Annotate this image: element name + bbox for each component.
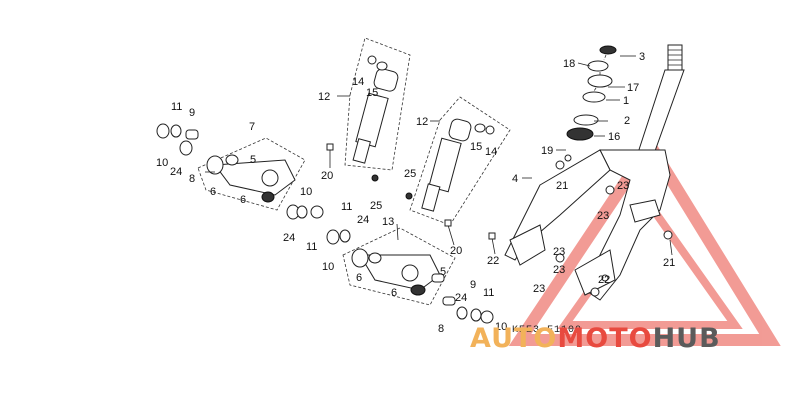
callout-21a: 21 — [556, 180, 568, 192]
callout-20a: 20 — [321, 170, 333, 182]
callout-24c: 24 — [357, 214, 369, 226]
callout-10a: 10 — [156, 157, 168, 169]
callout-3: 3 — [639, 51, 645, 63]
callout-5b: 5 — [440, 266, 446, 278]
callout-11b: 11 — [306, 241, 317, 253]
watermark-text: AUTOMOTOHUB — [470, 323, 721, 354]
callout-23b: 23 — [597, 210, 609, 222]
callout-25a: 25 — [404, 168, 416, 180]
callout-21b: 21 — [663, 257, 675, 269]
callout-6b: 6 — [240, 194, 246, 206]
link-arm-upper — [156, 123, 324, 220]
callout-7: 7 — [249, 121, 255, 133]
callout-8a: 8 — [189, 173, 195, 185]
callout-8b: 8 — [438, 323, 444, 335]
steering-stem — [504, 44, 685, 301]
callout-15b: 15 — [470, 141, 482, 153]
callout-23c: 23 — [553, 246, 565, 258]
callout-labels: 3 18 17 1 2 16 19 4 21 23 23 23 23 23 21… — [156, 51, 675, 335]
callout-14a: 14 — [352, 76, 364, 88]
callout-12a: 12 — [318, 91, 330, 103]
callout-6d: 6 — [391, 287, 397, 299]
callout-19: 19 — [541, 145, 553, 157]
callout-6c: 6 — [356, 272, 362, 284]
callout-9a: 9 — [189, 107, 195, 119]
callout-22a: 22 — [487, 255, 499, 267]
shock-absorber-left — [344, 37, 411, 171]
callout-10b: 10 — [300, 186, 312, 198]
callout-20b: 20 — [450, 245, 462, 257]
callout-11d: 11 — [483, 287, 494, 299]
callout-1: 1 — [623, 95, 629, 107]
callout-23d: 23 — [553, 264, 565, 276]
callout-12b: 12 — [416, 116, 428, 128]
callout-25b: 25 — [370, 200, 382, 212]
callout-10c: 10 — [322, 261, 334, 273]
diagram-code: KEE3-F1100 — [512, 325, 582, 336]
loose-bolts — [326, 143, 609, 282]
leader-lines — [205, 55, 636, 241]
callout-2: 2 — [624, 115, 630, 127]
callout-4: 4 — [512, 173, 518, 185]
callout-11c: 11 — [341, 201, 352, 213]
callout-24b: 24 — [283, 232, 295, 244]
callout-10d: 10 — [495, 321, 507, 333]
callout-5a: 5 — [250, 154, 256, 166]
link-arm-lower — [326, 227, 494, 324]
watermark-part-moto: MOTO — [557, 323, 652, 354]
callout-15a: 15 — [366, 87, 378, 99]
callout-23a: 23 — [617, 180, 629, 192]
callout-16: 16 — [608, 131, 620, 143]
callout-24d: 24 — [455, 292, 467, 304]
callout-17: 17 — [627, 82, 639, 94]
shock-absorber-right — [409, 96, 511, 226]
callout-6a: 6 — [210, 186, 216, 198]
callout-14b: 14 — [485, 146, 497, 158]
callout-24a: 24 — [170, 166, 182, 178]
callout-9b: 9 — [470, 279, 476, 291]
callout-11a: 11 — [171, 101, 182, 113]
callout-18: 18 — [563, 58, 575, 70]
callout-22b: 22 — [598, 274, 610, 286]
watermark-part-hub: HUB — [653, 323, 721, 354]
callout-13: 13 — [382, 216, 394, 228]
callout-23e: 23 — [533, 283, 545, 295]
watermark-part-auto: AUTO — [470, 323, 557, 354]
